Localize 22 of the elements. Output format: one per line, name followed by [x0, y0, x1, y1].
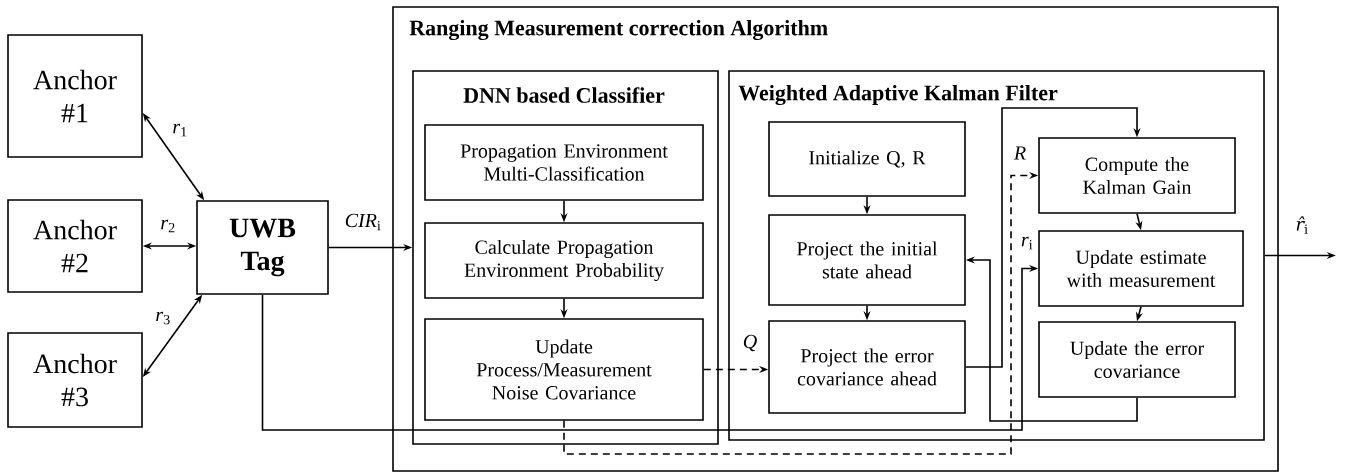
process-box: Update the error covariance	[1038, 321, 1236, 398]
anchor-box: Anchor #2	[7, 199, 143, 293]
edge-label: r$_{i}$	[1019, 235, 1035, 251]
edge-label: r̂$_{i}$	[1294, 215, 1310, 235]
process-box: Compute the Kalman Gain	[1038, 137, 1236, 214]
process-box: Propagation Environment Multi-Classification	[424, 124, 704, 201]
edge-label: R	[1012, 145, 1028, 161]
process-box: Update estimate with measurement	[1038, 230, 1244, 307]
process-box: Calculate Propagation Environment Probability	[424, 222, 704, 299]
anchor-box: Anchor #3	[7, 332, 143, 428]
process-box: Project the error covariance ahead	[768, 320, 966, 414]
process-box: Project the initial state ahead	[768, 214, 966, 306]
anchor-box: Anchor #1	[7, 34, 143, 158]
edge-label: Q	[741, 333, 759, 353]
edge-label: r$_{3}$	[154, 310, 172, 326]
edge-label: r$_{2}$	[159, 218, 177, 234]
edge-label: r$_{1}$	[171, 122, 189, 138]
process-box: Initialize Q, R	[768, 121, 966, 197]
process-box: Update Process/Measurement Noise Covariance	[424, 318, 704, 421]
arrow	[965, 107, 1141, 368]
tag-box: UWB Tag	[196, 200, 329, 295]
edge-label: CIR$_{i}$	[343, 212, 383, 232]
